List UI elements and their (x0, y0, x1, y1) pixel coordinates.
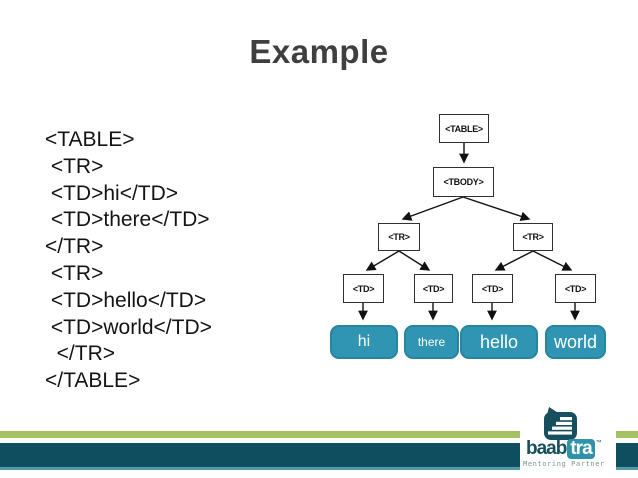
tree-node-td-1: <TD> (343, 274, 384, 303)
tree-node-td-4: <TD> (555, 274, 596, 303)
tree-leaf-hi: hi (330, 325, 398, 359)
slide-title: Example (249, 33, 389, 70)
tree-leaf-hello: hello (460, 325, 538, 359)
code-line: </TR> (45, 342, 116, 366)
tree-node-tr-left: <TR> (378, 223, 420, 251)
code-line: <TABLE> (45, 128, 135, 151)
code-line: <TD>hello</TD> (45, 288, 207, 312)
brand-tagline: Mentoring Partner (523, 460, 605, 468)
code-line: <TD>hi</TD> (45, 181, 179, 205)
tree-node-tr-right: <TR> (513, 223, 553, 251)
brand-word-dark: baab (526, 438, 567, 459)
footer-teal-bar-edge (0, 467, 638, 470)
tree-node-td-3: <TD> (472, 274, 513, 303)
code-block: <TABLE> <TR> <TD>hi</TD> <TD>there</TD> … (45, 127, 212, 395)
tree-leaf-there: there (404, 325, 459, 359)
connector-line (494, 250, 534, 271)
trademark-symbol: ™ (595, 440, 602, 446)
tree-leaf-world: world (545, 325, 606, 359)
connector-line (401, 196, 464, 221)
footer-green-bar (0, 431, 638, 438)
tree-node-tbody: <TBODY> (433, 167, 494, 197)
connector-line (398, 250, 431, 271)
code-line: <TD>there</TD> (45, 208, 210, 232)
brand-word-badge: tra (567, 439, 595, 459)
connector-line (365, 250, 400, 271)
code-line: <TD>world</TD> (45, 315, 212, 339)
baabtra-logo-icon (544, 407, 577, 440)
tree-node-table: <TABLE> (439, 114, 489, 143)
connector-line (462, 196, 531, 222)
connector-line (532, 250, 573, 271)
code-line: <TR> (45, 154, 104, 178)
tree-node-td-2: <TD> (414, 274, 453, 303)
code-line: </TR> (45, 235, 104, 259)
code-line: <TR> (45, 261, 104, 285)
code-line: </TABLE> (45, 369, 141, 393)
